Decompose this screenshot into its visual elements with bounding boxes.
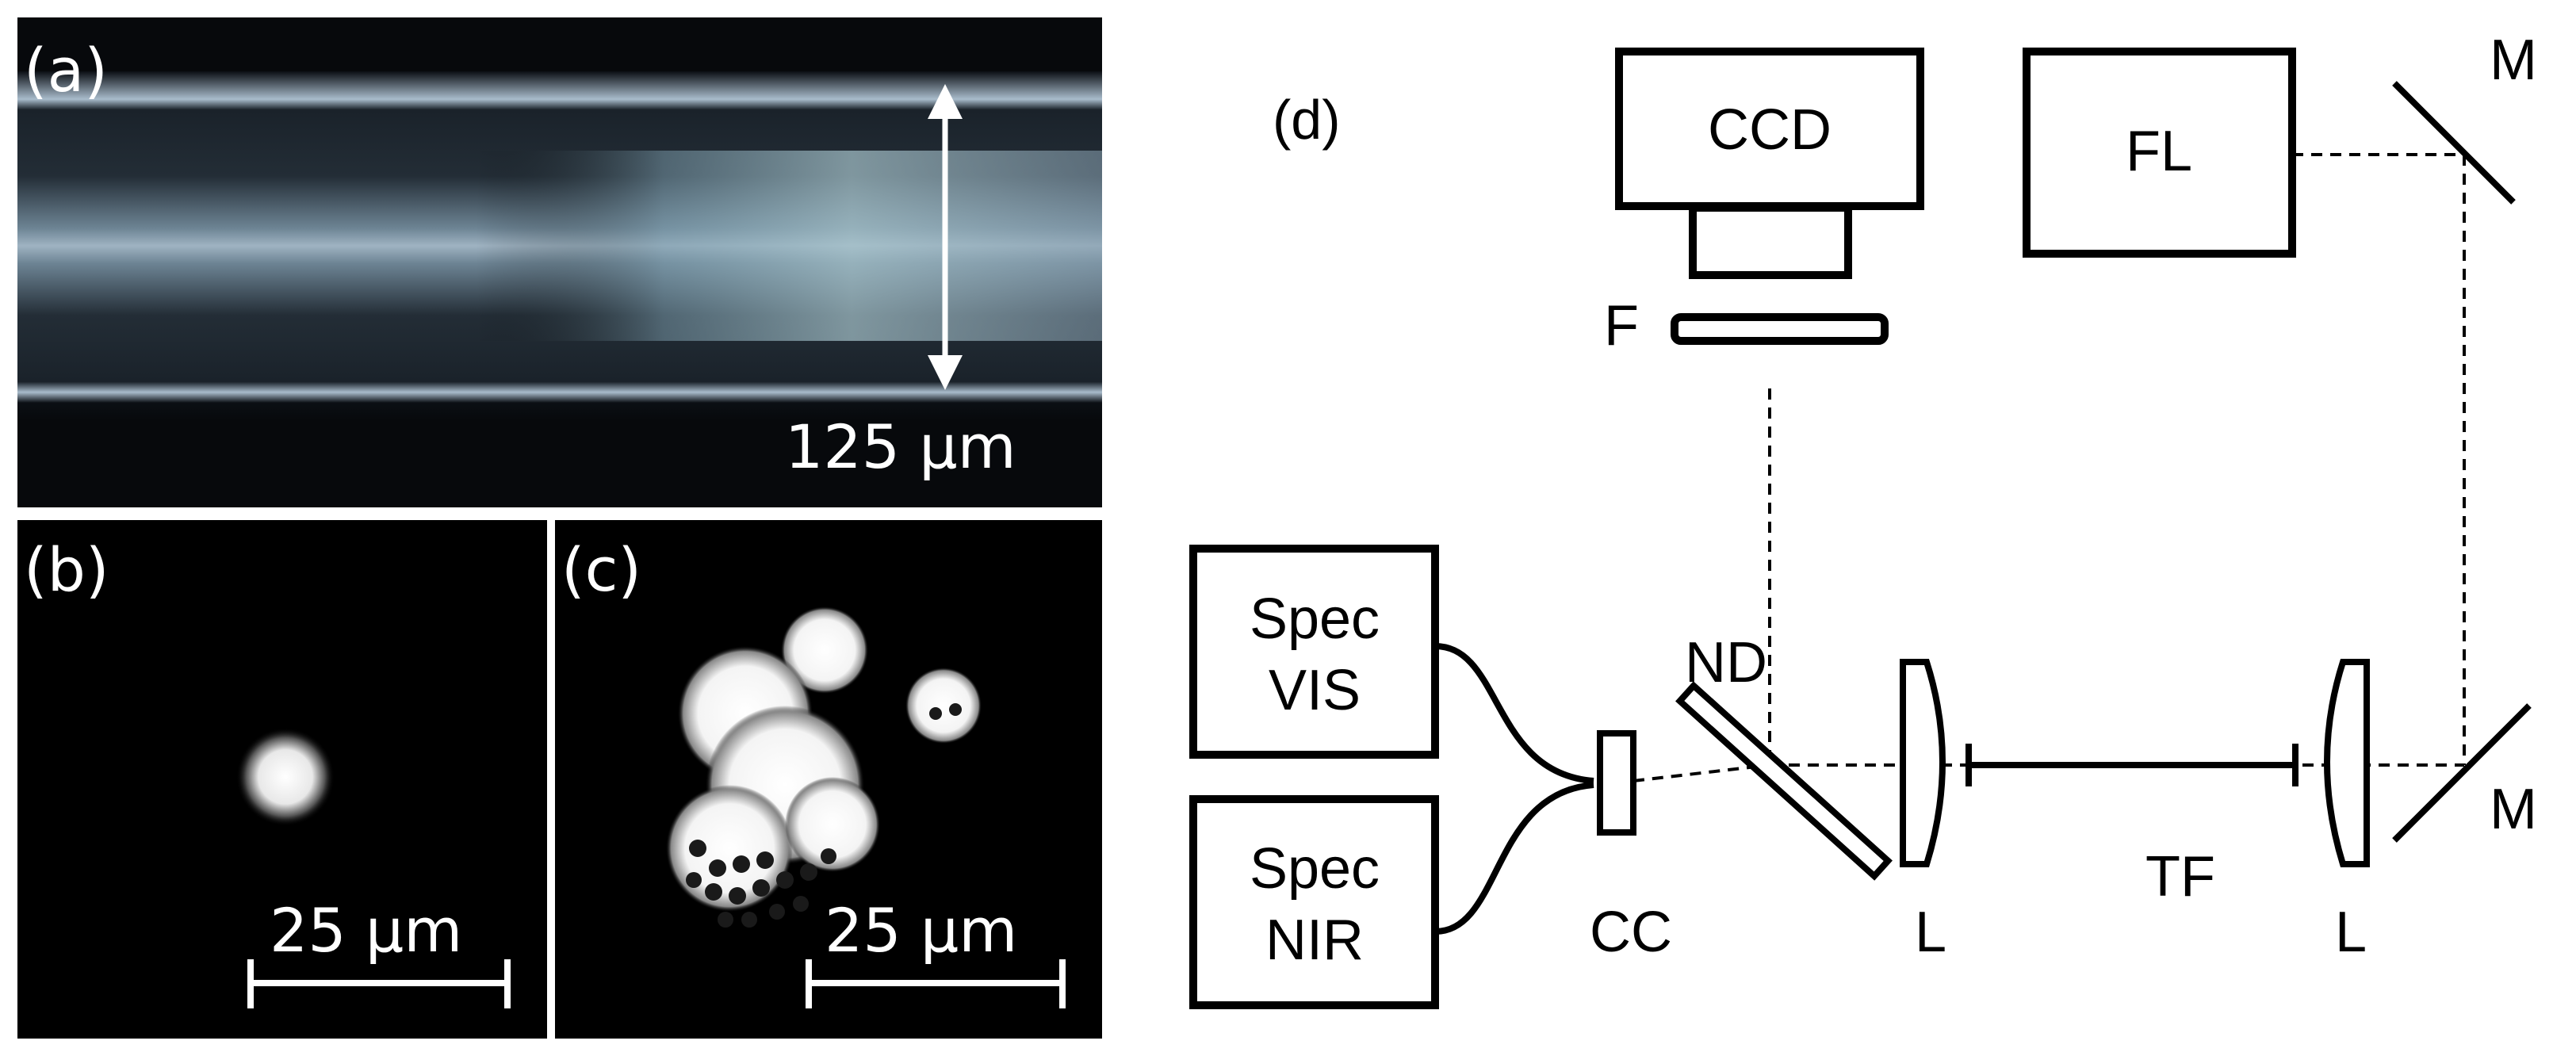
mirror-top-label: M [2490,29,2537,92]
panel-c-scale-bar [806,959,1066,1008]
panel-a-label: (a) [24,35,108,105]
nd-filter-label: ND [1685,631,1767,694]
ccd-body [1615,48,1924,210]
lens-left-label: L [1915,901,1946,964]
diameter-arrow [928,84,963,390]
spec-nir-label-line1: Spec [1250,837,1380,901]
ccd-camera: CCD [1615,48,1924,279]
lens-right [2324,659,2370,867]
nd-filter [1675,681,1893,881]
spectrometer-nir: Spec NIR [1189,795,1439,1009]
panel-d-label: (d) [1273,89,1341,151]
multimode-speckle [666,606,982,928]
panel-d: (d) CCD F FL M M Spec V [1189,29,2537,1009]
panel-b-label: (b) [24,534,109,605]
ccd-label: CCD [1708,98,1832,162]
panel-c-label: (c) [561,534,641,605]
single-mode-spot [236,728,335,826]
mirror-bottom [2392,703,2532,843]
panel-a: (a) 125 µm [17,17,1102,507]
mirror-top [2392,81,2516,205]
ccd-lens-mount [1689,204,1852,279]
fiber-cables [1434,643,1594,935]
spec-nir-label-line2: NIR [1265,909,1364,972]
panel-b-scale-bar [247,959,511,1008]
fiber-coupler [1597,730,1636,836]
lens-left [1900,659,1946,867]
spec-vis-label-line2: VIS [1269,659,1361,722]
panel-b-scale-label: 25 µm [270,895,462,966]
panel-c-scale-label: 25 µm [825,895,1017,966]
fiber-laser [2023,48,2296,258]
tapered-fiber [1965,744,2298,786]
fiber-laser-label: FL [2126,120,2192,183]
spec-nir-box [1189,795,1439,1009]
panel-b: (b) 25 µm [17,520,547,1039]
fiber-coupler-label: CC [1590,901,1672,964]
mirror-bottom-label: M [2490,778,2537,841]
panel-a-scale-label: 125 µm [785,411,1016,482]
spec-vis-box [1189,545,1439,759]
lens-right-label: L [2335,901,2367,964]
spectrometer-vis: Spec VIS [1189,545,1439,759]
spec-vis-label-line1: Spec [1250,587,1380,651]
fiber-tip-glow [476,151,1102,341]
tapered-fiber-label: TF [2145,845,2215,909]
filter-label: F [1604,294,1639,358]
filter [1671,313,1889,345]
panel-c: (c) 25 µm [555,520,1102,1039]
